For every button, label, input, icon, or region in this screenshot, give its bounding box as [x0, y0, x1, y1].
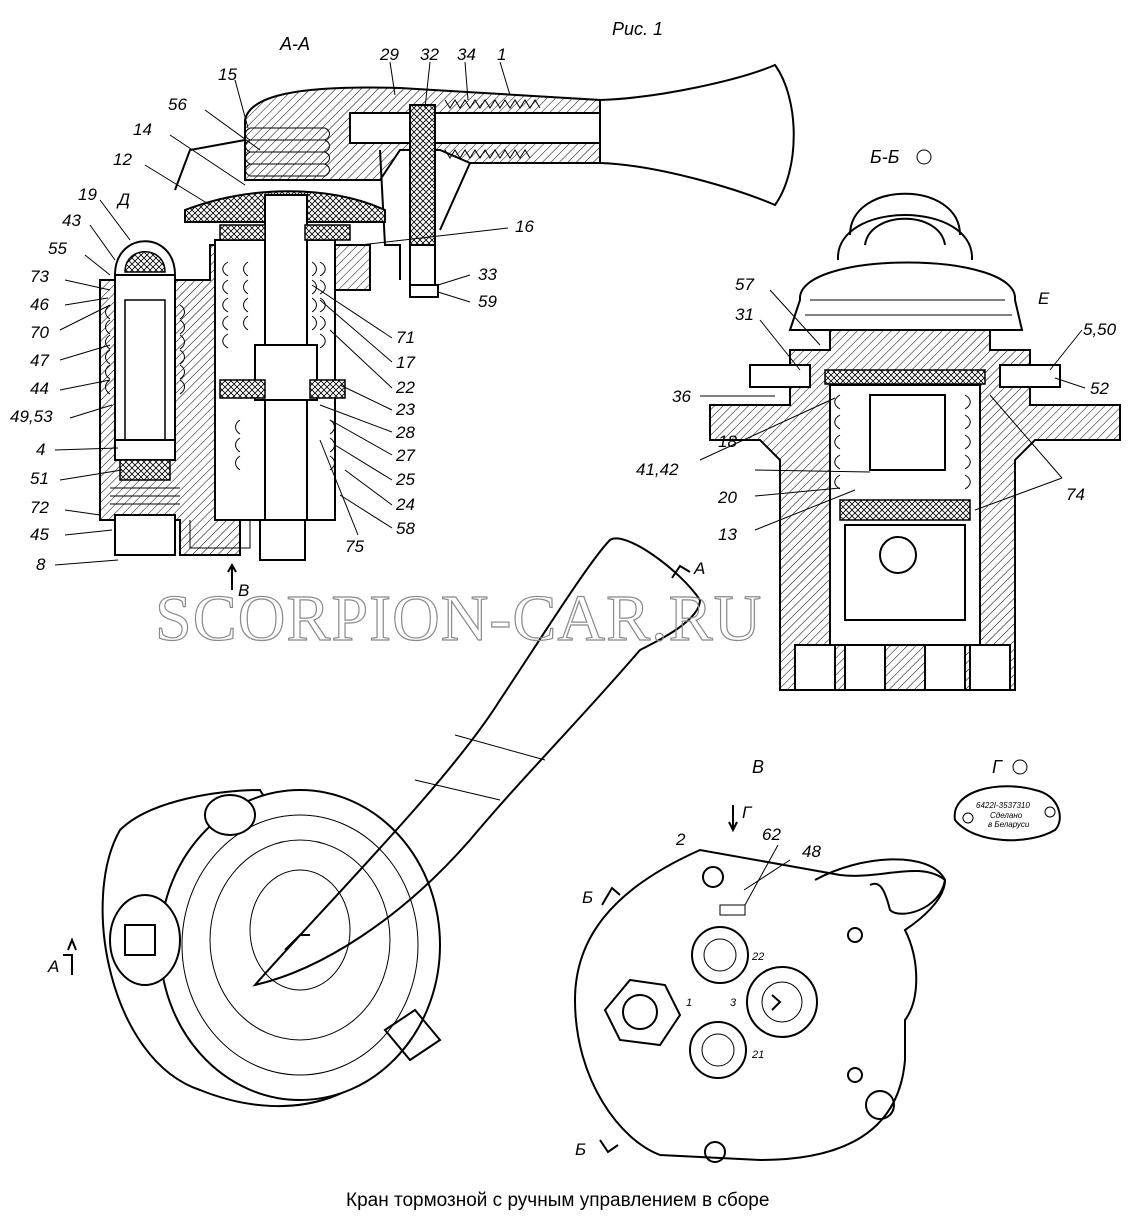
port-number: 22: [751, 951, 764, 963]
callout: 17: [396, 353, 415, 372]
port-number: 21: [751, 1049, 764, 1061]
callout: 73: [30, 267, 49, 286]
callout: 33: [478, 265, 497, 284]
callout: 20: [717, 488, 737, 507]
callout: 16: [515, 217, 534, 236]
detail-e-label: Е: [1038, 289, 1050, 308]
view-g-title: Г: [992, 757, 1003, 777]
cut-a-top-arrow-icon: [671, 564, 691, 579]
arrow-g-label: Г: [742, 803, 753, 822]
callout: 15: [218, 65, 237, 84]
callout: 48: [802, 842, 821, 861]
callout: 28: [395, 423, 415, 442]
view-g-circle-icon: [1012, 759, 1028, 775]
plate-line: в Беларуси: [988, 820, 1030, 829]
callout: 4: [36, 440, 45, 459]
view-v-callouts: 2 62 48: [675, 825, 821, 906]
figure-label: Рис. 1: [612, 19, 663, 39]
callout: 51: [30, 469, 49, 488]
arrow-g-icon: [728, 805, 738, 833]
callout: 59: [478, 292, 497, 311]
callout: 49,53: [10, 407, 53, 426]
callout: 14: [133, 120, 152, 139]
callout: 43: [62, 211, 81, 230]
cut-b-top-arrow-icon: [601, 886, 621, 906]
callout: 32: [420, 45, 439, 64]
section-bb-leaders: [699, 289, 1086, 531]
nameplate-drawing: [953, 785, 1061, 842]
section-bb-circle-icon: [916, 149, 932, 165]
view-v-drawing: [573, 848, 947, 1163]
callout: 34: [457, 45, 476, 64]
callout: 62: [762, 825, 781, 844]
section-bb-title: Б-Б: [870, 147, 900, 167]
callout: 27: [395, 446, 415, 465]
lever-view-drawing: [101, 537, 702, 1108]
section-aa-callouts: 29 32 34 1 15 56 14 12 19 43 55 73 46 70…: [10, 45, 534, 574]
callout: 12: [113, 150, 132, 169]
callout: 22: [395, 378, 415, 397]
callout: 18: [718, 432, 737, 451]
callout: 52: [1090, 379, 1109, 398]
callout: 44: [30, 379, 49, 398]
cut-b-top-label: Б: [582, 888, 593, 907]
callout: 56: [168, 95, 187, 114]
callout: 31: [735, 305, 754, 324]
callout: 23: [395, 400, 415, 419]
port-numbers: 22 1 3 21: [686, 951, 764, 1061]
callout: 1: [497, 45, 506, 64]
section-bb-drawing: [709, 192, 1121, 691]
section-bb-callouts: 57 31 36 41,42 18 20 13 5,50 52 74: [636, 275, 1117, 544]
callout: 8: [36, 555, 46, 574]
callout: 75: [345, 537, 364, 556]
callout: 55: [48, 239, 67, 258]
callout: 57: [735, 275, 754, 294]
callout: 5,50: [1083, 320, 1117, 339]
callout: 72: [30, 498, 49, 517]
cut-a-top-label: А: [693, 559, 705, 578]
watermark: SCORPION-CAR.RU: [155, 582, 762, 655]
callout: 74: [1066, 485, 1085, 504]
plate-line: 6422I-3537310: [976, 801, 1030, 810]
cut-b-bottom-label: Б: [575, 1140, 586, 1159]
callout: 70: [30, 323, 49, 342]
cut-a-left-arrow-icon: [63, 937, 77, 975]
callout: 58: [396, 519, 415, 538]
cut-a-left-label: А: [47, 957, 59, 976]
callout: 24: [395, 495, 415, 514]
port-number: 3: [730, 997, 737, 1009]
port-number: 1: [686, 997, 692, 1009]
callout: 2: [675, 830, 686, 849]
callout: 45: [30, 525, 49, 544]
callout: 36: [672, 387, 691, 406]
detail-d-label: Д: [116, 190, 130, 209]
arrow-v-label: В: [238, 581, 249, 600]
figure-caption: Кран тормозной с ручным управлением в сб…: [346, 1190, 769, 1211]
view-v-title: В: [752, 757, 764, 777]
callout: 71: [396, 328, 415, 347]
nameplate-text: 6422I-3537310 Сделано в Беларуси: [976, 801, 1030, 829]
callout: 19: [78, 185, 97, 204]
callout: 13: [718, 525, 737, 544]
callout: 41,42: [636, 460, 679, 479]
callout: 46: [30, 295, 49, 314]
callout: 47: [30, 351, 49, 370]
section-aa-leaders: [54, 61, 511, 566]
section-aa-title: А-А: [279, 34, 310, 54]
plate-line: Сделано: [990, 811, 1023, 820]
callout: 25: [395, 470, 415, 489]
section-aa-drawing: [99, 63, 795, 590]
cut-b-bottom-arrow-icon: [599, 1139, 619, 1154]
callout: 29: [379, 45, 399, 64]
